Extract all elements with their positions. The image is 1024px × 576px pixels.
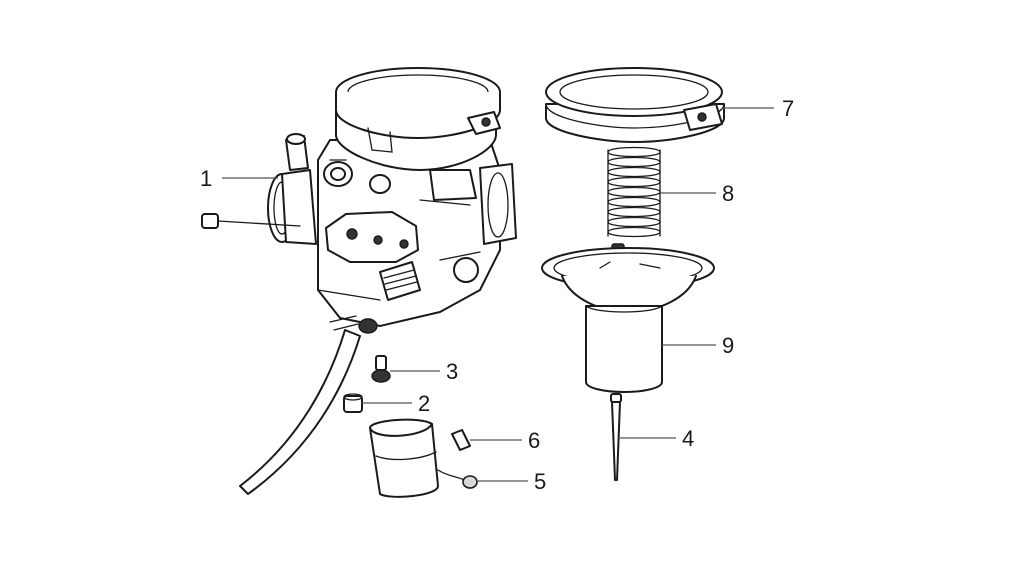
callout-5: 5	[534, 469, 546, 494]
callout-labels: 1 2 3 4 5 6 7 8 9	[200, 96, 794, 494]
fuel-hose	[239, 329, 361, 495]
top-cover	[545, 67, 725, 143]
jet-needle	[610, 393, 622, 481]
outlet-flange	[479, 163, 517, 245]
float	[369, 418, 478, 498]
spring	[607, 146, 661, 238]
callout-2: 2	[418, 391, 430, 416]
callout-6: 6	[528, 428, 540, 453]
screw	[371, 355, 391, 383]
callout-1: 1	[200, 166, 212, 191]
callout-7: 7	[782, 96, 794, 121]
callout-8: 8	[722, 181, 734, 206]
leader-lines	[222, 107, 774, 482]
carburetor-body	[201, 67, 517, 495]
main-jet	[343, 393, 363, 413]
diaphragm-slide	[541, 243, 715, 393]
callout-9: 9	[722, 333, 734, 358]
cable-nipple	[201, 213, 219, 229]
throttle-lever	[325, 211, 419, 263]
callout-3: 3	[446, 359, 458, 384]
float-pin	[451, 429, 471, 451]
callout-4: 4	[682, 426, 694, 451]
